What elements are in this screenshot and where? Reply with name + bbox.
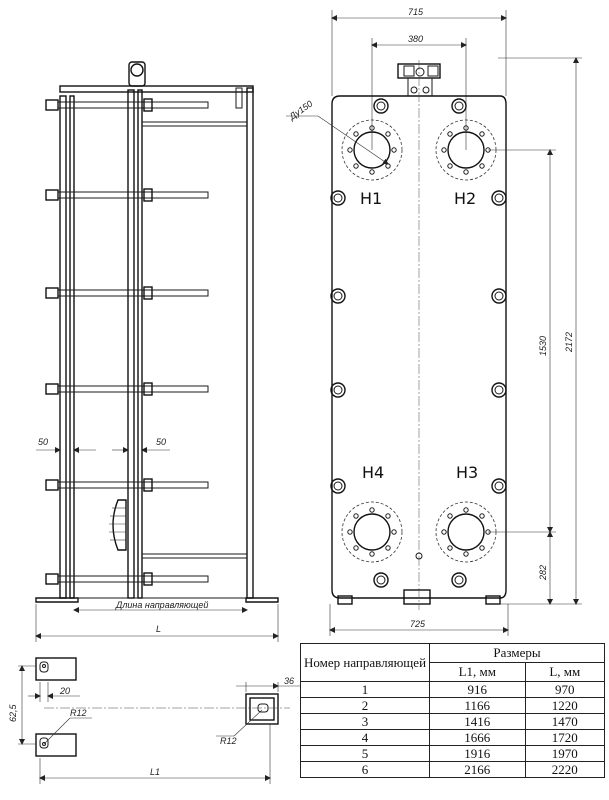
header-sizes: Размеры: [429, 643, 605, 663]
cell-number: 2: [300, 697, 430, 714]
cell-number: 5: [300, 745, 430, 762]
table-row: 6 2166 2220: [300, 761, 606, 778]
cell-number: 6: [300, 761, 430, 778]
dim-slot-height: 62,5: [8, 703, 18, 722]
perimeter-bolts: [330, 98, 507, 588]
cell-l: 1970: [524, 745, 606, 762]
cell-l1: 1666: [429, 729, 526, 746]
dim-slot-offset: 36: [284, 676, 294, 686]
cell-l: 1720: [524, 729, 606, 746]
dim-guide-offset-right: 50: [156, 437, 166, 447]
port-label-h1: H1: [360, 189, 382, 208]
tie-bolts: [45, 98, 209, 586]
front-view: 715 380: [286, 7, 582, 636]
dim-port-spacing: 380: [408, 34, 423, 44]
cell-l: 1220: [524, 697, 606, 714]
cell-number: 1: [300, 681, 430, 698]
dim-overall-height: 2172: [564, 332, 574, 353]
dim-guide-offset-left: 50: [38, 437, 48, 447]
cell-l: 1470: [524, 713, 606, 730]
dim-overall-width: 715: [408, 7, 424, 17]
table-row: 5 1916 1970: [300, 745, 606, 762]
dim-total-length: L: [156, 624, 161, 634]
dim-bottom-to-port: 282: [538, 565, 548, 581]
dim-guide-length: Длина направляющей: [115, 600, 208, 610]
header-l1: L1, мм: [429, 662, 526, 682]
table-row: 3 1416 1470: [300, 713, 606, 730]
cell-l1: 2166: [429, 761, 526, 778]
cell-l1: 1166: [429, 697, 526, 714]
dim-port-diameter: Ду150: [287, 99, 315, 123]
dim-slot-width: 20: [59, 686, 70, 696]
table-row: 4 1666 1720: [300, 729, 606, 746]
slot-detail: 62,5 20 R12 36 R12 L1: [8, 657, 300, 784]
cell-l: 970: [524, 681, 606, 698]
dim-slot-radius-left: R12: [70, 708, 87, 718]
side-view: 50 50 Длина направляющей L: [35, 61, 279, 642]
cell-number: 4: [300, 729, 430, 746]
header-guide-number: Номер направляющей: [300, 643, 430, 682]
cell-l1: 1916: [429, 745, 526, 762]
dim-slot-radius-right: R12: [220, 736, 237, 746]
dim-base-width: 725: [410, 619, 426, 629]
port-h3: H3: [435, 463, 497, 563]
header-l: L, мм: [524, 662, 606, 682]
port-h2: H2: [435, 119, 497, 208]
table-row: 1 916 970: [300, 681, 606, 698]
table-row: 2 1166 1220: [300, 697, 606, 714]
dim-port-vertical-spacing: 1530: [538, 336, 548, 356]
cell-l1: 1416: [429, 713, 526, 730]
port-label-h4: H4: [362, 463, 384, 482]
dimensions-table: Номер направляющей Размеры L1, мм L, мм …: [300, 643, 606, 778]
port-h4: H4: [341, 463, 403, 563]
port-label-h3: H3: [456, 463, 478, 482]
cell-l: 2220: [524, 761, 606, 778]
cell-l1: 916: [429, 681, 526, 698]
port-h1: H1: [341, 119, 403, 208]
cell-number: 3: [300, 713, 430, 730]
dim-slot-length: L1: [150, 767, 160, 777]
port-label-h2: H2: [454, 189, 476, 208]
